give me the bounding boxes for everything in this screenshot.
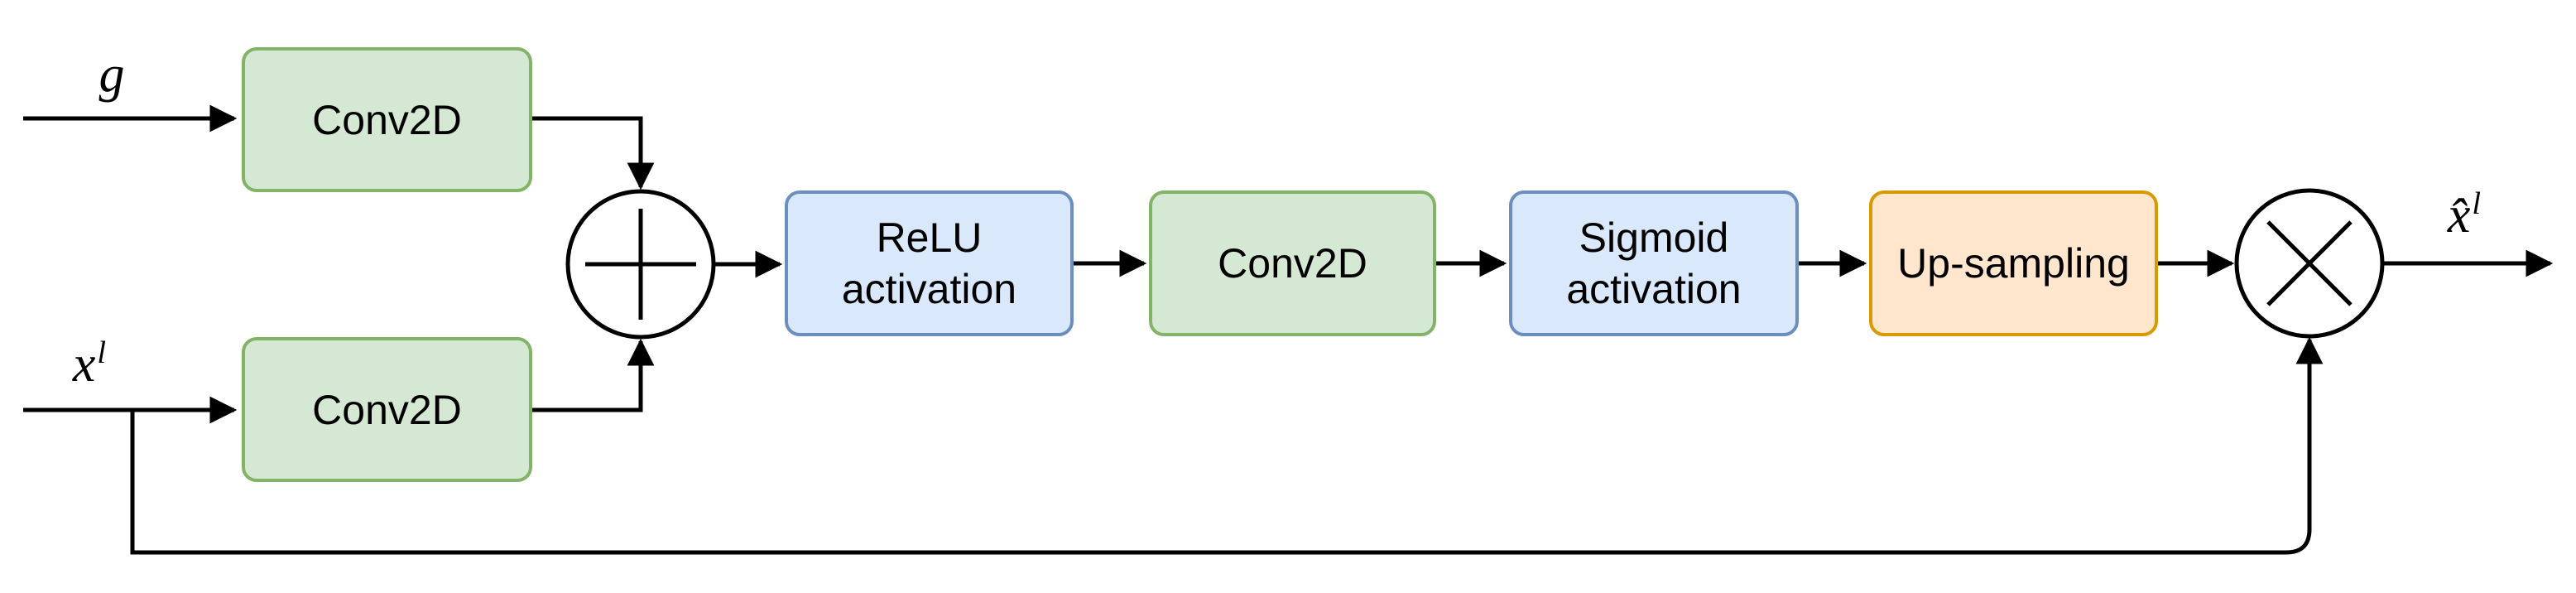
conv2d-bottom-label: Conv2D (312, 386, 462, 433)
conv2d-mid-box: Conv2D (1149, 190, 1436, 336)
upsampling-label: Up-sampling (1897, 240, 2130, 287)
times-icon (2266, 220, 2353, 306)
conv2d-top-box: Conv2D (242, 47, 532, 192)
conv2d-bottom-box: Conv2D (242, 337, 532, 482)
conv2d-top-label: Conv2D (312, 96, 462, 143)
relu-activation-box: ReLU activation (785, 190, 1074, 336)
x-output-label: x̂l (2419, 184, 2510, 247)
plus-icon (585, 209, 696, 320)
g-input-symbol: g (99, 46, 125, 103)
x-output-superscript: l (2472, 186, 2482, 222)
edge-conv-bottom-to-add (532, 338, 655, 412)
x-input-label: xl (48, 333, 131, 396)
x-input-superscript: l (97, 335, 107, 371)
sigmoid-activation-label: Sigmoid activation (1566, 215, 1742, 312)
edge-conv-top-to-add (532, 116, 655, 190)
edge-x-skip-to-multiply (130, 336, 2324, 555)
add-operator-icon (565, 189, 716, 340)
sigmoid-activation-box: Sigmoid activation (1509, 190, 1799, 336)
upsampling-box: Up-sampling (1869, 190, 2158, 336)
x-output-base: x̂ (2447, 187, 2471, 243)
g-input-label: g (70, 43, 153, 106)
conv2d-mid-label: Conv2D (1218, 240, 1367, 287)
multiply-operator-icon (2234, 188, 2385, 339)
relu-activation-label: ReLU activation (841, 215, 1017, 312)
x-input-base: x (72, 336, 96, 393)
